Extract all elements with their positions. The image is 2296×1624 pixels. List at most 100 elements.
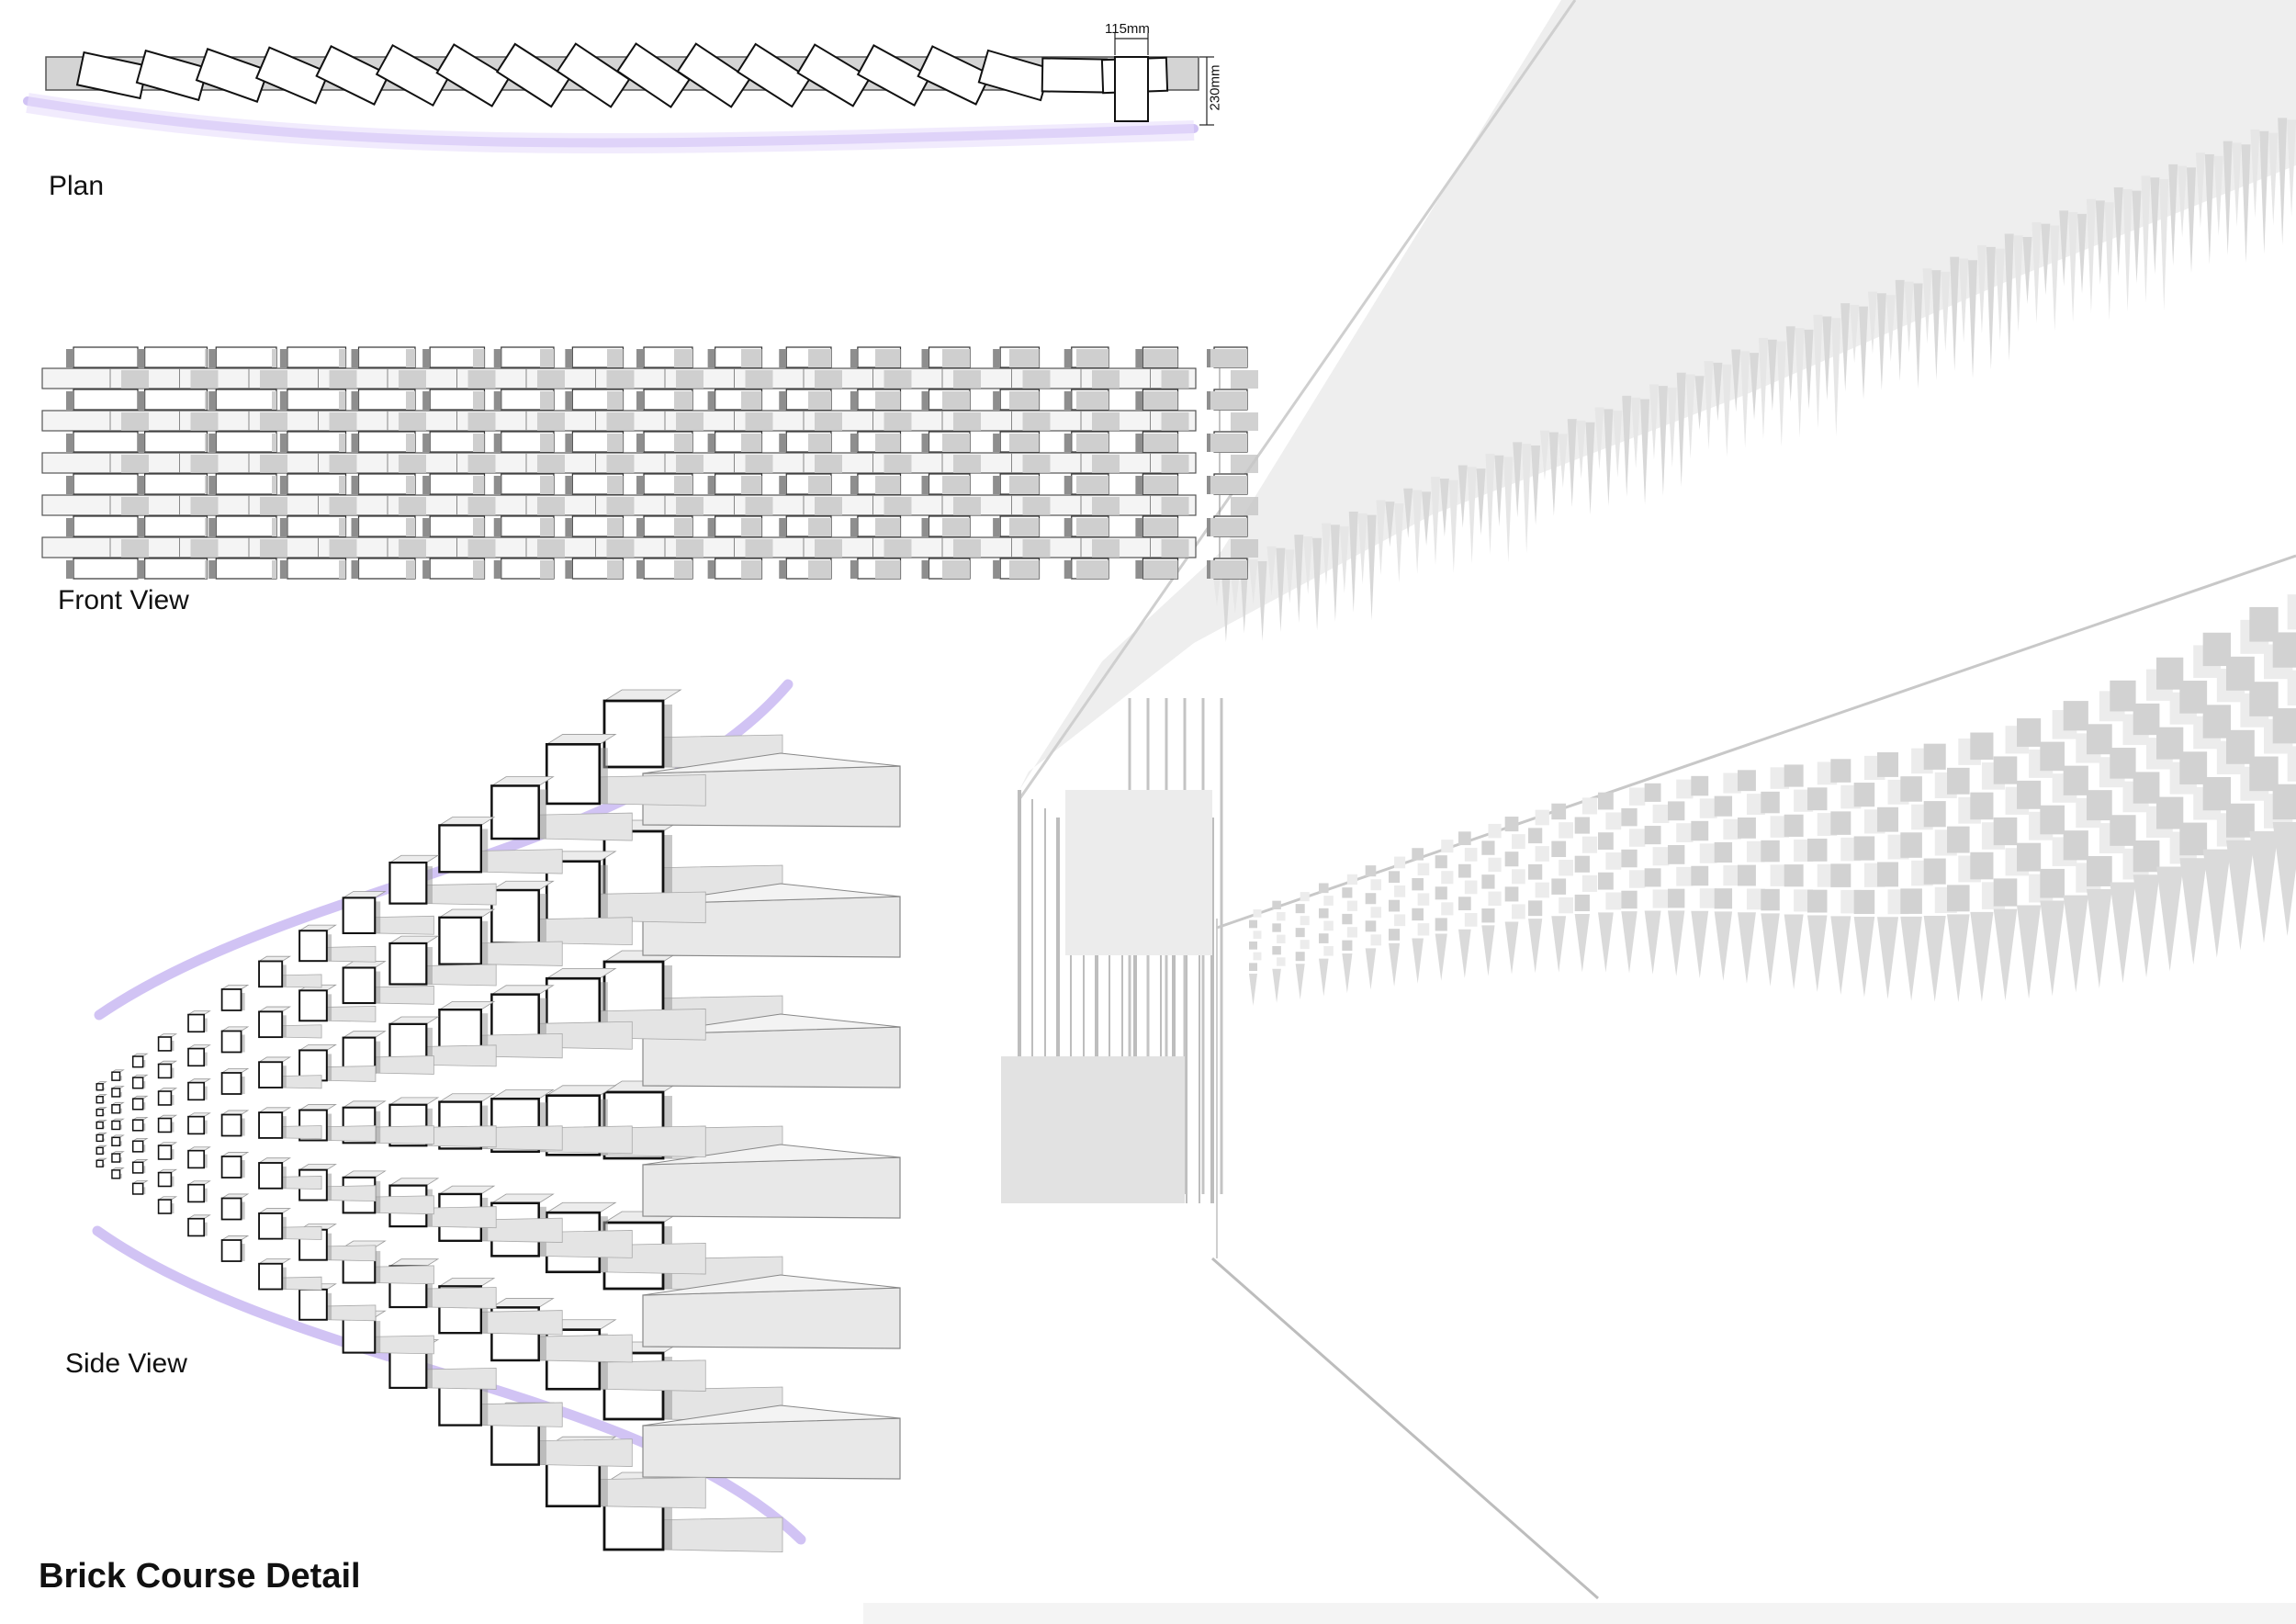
render-brick xyxy=(1365,865,1377,877)
front-view-brick-shadow xyxy=(66,349,73,367)
render-canopy-spike xyxy=(2122,188,2133,312)
render-canopy-spike xyxy=(1904,281,1914,354)
side-view-brick-side xyxy=(480,849,563,874)
render-brick xyxy=(2272,632,2296,668)
side-view-brick-side xyxy=(425,964,497,987)
render-brick xyxy=(1272,946,1281,955)
side-view-brick-shadow xyxy=(326,1233,332,1260)
side-view-brick-shadow xyxy=(204,1052,208,1066)
render-brick xyxy=(1295,952,1305,962)
side-view-brick-side xyxy=(374,986,434,1005)
plan-brick xyxy=(495,42,571,108)
front-view-brick xyxy=(73,389,139,411)
side-view-brick-side xyxy=(425,1206,497,1229)
render-canopy-spike xyxy=(2077,213,2088,294)
render-canopy-spike xyxy=(1458,465,1468,528)
side-view-stretcher-top xyxy=(642,1013,901,1035)
side-view-brick-face xyxy=(220,1030,242,1054)
side-view-brick-face xyxy=(131,1161,144,1174)
side-view-stretcher-top xyxy=(642,1404,901,1427)
side-view-stretcher-top xyxy=(642,1274,901,1296)
side-view-stretcher-beam xyxy=(642,1417,901,1480)
render-brick xyxy=(1668,888,1685,908)
side-view-brick-side xyxy=(281,1225,322,1240)
render-brick-spike xyxy=(1528,919,1543,974)
side-view-brick-shadow xyxy=(204,1188,208,1202)
side-view-brick-side xyxy=(281,974,322,988)
side-view-brick-face xyxy=(258,960,284,988)
render-brick xyxy=(1993,756,2018,784)
render-canopy-spike xyxy=(2086,198,2096,313)
side-view-brick-shadow xyxy=(663,835,672,897)
render-brick xyxy=(2087,724,2112,755)
render-canopy-spike xyxy=(1840,303,1851,392)
render-brick xyxy=(2202,632,2231,667)
front-view-brick-shadow xyxy=(921,518,929,536)
front-view-brick-shadow xyxy=(707,391,715,410)
front-view-brick-shadow xyxy=(279,518,287,536)
front-view-brick-shadow xyxy=(993,434,1001,452)
side-view-brick-side xyxy=(326,945,377,963)
side-view-brick-face xyxy=(111,1153,121,1163)
plan-drawing xyxy=(23,33,1214,153)
render-brick xyxy=(1947,767,1970,795)
side-view-brick-shadow xyxy=(171,1041,174,1051)
side-view-brick-side xyxy=(281,1024,322,1039)
render-canopy-spike xyxy=(2041,223,2051,296)
render-canopy-spike xyxy=(1321,523,1331,586)
plan-brick xyxy=(435,43,511,107)
front-view-brick-shadow xyxy=(779,391,787,410)
side-view-brick-face xyxy=(187,1149,206,1169)
front-view-brick xyxy=(73,346,139,368)
front-view-brick-shadow xyxy=(1064,434,1072,452)
render-brick xyxy=(2017,780,2042,809)
render-brick-spike xyxy=(1668,910,1685,976)
side-view-brick-shadow xyxy=(119,1173,122,1179)
side-view-brick-shadow xyxy=(204,1018,208,1032)
render-brick xyxy=(1993,878,2018,907)
side-view-brick-shadow xyxy=(241,1160,245,1179)
side-view-brick-shadow xyxy=(480,829,489,873)
render-ground xyxy=(863,1603,2296,1624)
front-view-brick-shadow xyxy=(921,476,929,494)
front-view-brick-shadow xyxy=(137,349,145,367)
front-view-brick-shadow xyxy=(1064,518,1072,536)
side-view-brick-face xyxy=(602,699,665,769)
side-view-brick-shadow xyxy=(282,1216,287,1239)
front-view-brick-shadow xyxy=(422,518,431,536)
side-view-brick-shadow xyxy=(375,1180,381,1213)
render-brick xyxy=(2040,805,2065,835)
render-brick-spike xyxy=(1295,964,1305,1000)
front-view-brick-shadow xyxy=(351,518,359,536)
render-canopy-spike xyxy=(1804,329,1814,410)
render-brick xyxy=(1342,887,1353,898)
side-view-brick-shadow xyxy=(282,1116,287,1138)
side-view-brick-top xyxy=(545,1201,617,1213)
render-brick xyxy=(1435,886,1447,900)
front-view-brick-shadow xyxy=(1135,349,1143,367)
plan-brick xyxy=(315,45,390,106)
render-brick xyxy=(1272,923,1281,932)
render-canopy-spike xyxy=(1713,362,1723,422)
render-canopy-spike xyxy=(2113,187,2123,276)
render-brick xyxy=(1923,801,1946,828)
side-view-brick-face xyxy=(388,942,428,986)
render-brick xyxy=(2179,751,2208,784)
render-brick xyxy=(1365,920,1377,932)
render-brick xyxy=(1370,879,1382,891)
render-brick xyxy=(1621,890,1638,909)
side-view-brick-shadow xyxy=(204,1120,208,1134)
render-brick xyxy=(1723,818,1741,840)
render-canopy-spike xyxy=(1312,537,1322,631)
render-brick-spike xyxy=(1807,915,1828,993)
front-view-label: Front View xyxy=(58,585,189,615)
side-view-stretcher-top xyxy=(642,883,901,905)
front-view-brick-shadow xyxy=(921,560,929,579)
front-view-brick-shadow xyxy=(636,349,644,367)
side-view-brick-top xyxy=(438,1278,496,1287)
render-canopy-spike xyxy=(1731,349,1741,412)
front-view-brick-shadow xyxy=(208,434,217,452)
render-brick xyxy=(1652,889,1670,908)
render-brick-spike xyxy=(2272,822,2296,937)
render-brick xyxy=(2087,856,2112,886)
